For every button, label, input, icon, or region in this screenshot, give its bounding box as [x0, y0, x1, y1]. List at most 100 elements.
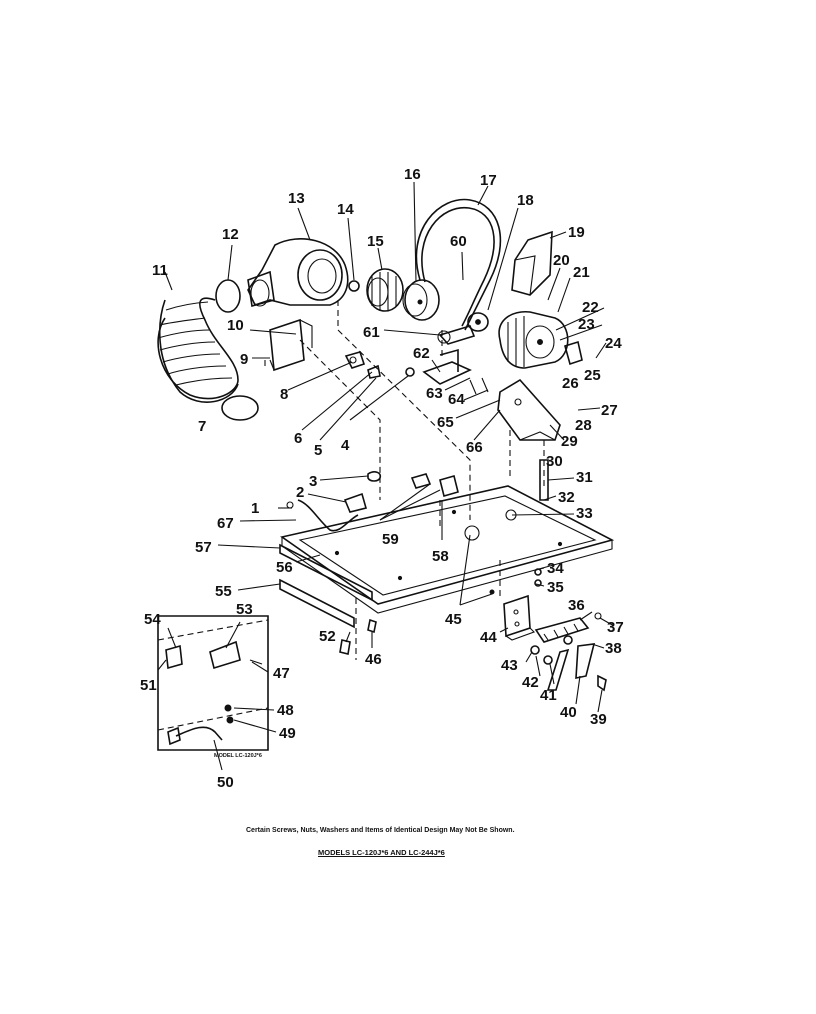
idler-bracket: [422, 348, 489, 395]
part-label-51: 51: [140, 677, 157, 694]
front-rail-upper: [279, 543, 373, 602]
ground-parts: [530, 612, 607, 692]
part-label-3: 3: [309, 473, 317, 490]
part-labels: 1 2 3 4 5 6 7 8 9 10 11 12 13 14 15 16 1…: [140, 166, 624, 791]
part-label-59: 59: [382, 531, 399, 548]
part-label-52: 52: [319, 628, 336, 645]
part-label-34: 34: [547, 560, 564, 577]
part-label-30: 30: [546, 453, 563, 470]
part-label-63: 63: [426, 385, 443, 402]
part-label-31: 31: [576, 469, 593, 486]
part-label-61: 61: [363, 324, 380, 341]
caption-note: Certain Screws, Nuts, Washers and Items …: [246, 827, 515, 834]
part-label-54: 54: [144, 611, 161, 628]
inset-model-label: MODEL LC-120J*6: [214, 753, 262, 759]
assembly-lines: [264, 300, 545, 660]
part-label-41: 41: [540, 687, 557, 704]
part-label-9: 9: [240, 351, 248, 368]
part-label-25: 25: [584, 367, 601, 384]
part-label-4: 4: [341, 437, 350, 454]
part-label-22: 22: [582, 299, 599, 316]
part-label-6: 6: [294, 430, 302, 447]
part-label-47: 47: [273, 665, 290, 682]
small-fasteners: [344, 351, 415, 379]
part-label-15: 15: [367, 233, 384, 250]
part-label-49: 49: [279, 725, 296, 742]
caption-models: MODELS LC-120J*6 AND LC-244J*6: [318, 848, 445, 857]
blower-wheel: [366, 268, 404, 312]
part-label-48: 48: [277, 702, 294, 719]
part-label-66: 66: [466, 439, 483, 456]
drive-belt: [415, 198, 502, 331]
part-label-11: 11: [152, 262, 168, 279]
part-label-38: 38: [605, 640, 622, 657]
motor-mount: [497, 378, 561, 441]
part-label-7: 7: [198, 418, 206, 435]
part-label-65: 65: [437, 414, 454, 431]
part-label-5: 5: [314, 442, 322, 459]
part-label-64: 64: [448, 391, 465, 408]
part-label-55: 55: [215, 583, 232, 600]
motor-clip: [564, 340, 583, 366]
exhaust-duct: [157, 297, 239, 403]
motor-cover: [511, 230, 553, 296]
part-label-37: 37: [607, 619, 624, 636]
part-label-14: 14: [337, 201, 354, 218]
nut: [348, 280, 360, 292]
front-rail-lower: [279, 578, 355, 629]
part-label-62: 62: [413, 345, 430, 362]
idler-arm: [437, 325, 476, 345]
part-label-58: 58: [432, 548, 449, 565]
part-label-16: 16: [404, 166, 421, 183]
support-bracket: [269, 318, 313, 372]
part-label-44: 44: [480, 629, 497, 646]
part-label-56: 56: [276, 559, 293, 576]
part-label-60: 60: [450, 233, 467, 250]
part-label-57: 57: [195, 539, 212, 556]
part-label-21: 21: [573, 264, 590, 281]
part-label-45: 45: [445, 611, 462, 628]
base-plate: [280, 485, 615, 614]
part-label-2: 2: [296, 484, 304, 501]
inset-detail: [157, 615, 269, 751]
idler-pulley: [467, 312, 489, 332]
leader-lines: [157, 181, 615, 771]
drive-motor: [498, 311, 569, 369]
part-label-29: 29: [561, 433, 578, 450]
duct-clamp-upper: [215, 279, 241, 313]
part-label-8: 8: [280, 386, 288, 403]
part-label-67: 67: [217, 515, 234, 532]
screws: [339, 568, 542, 655]
part-label-40: 40: [560, 704, 577, 721]
part-label-27: 27: [601, 402, 618, 419]
part-label-53: 53: [236, 601, 253, 618]
part-label-28: 28: [575, 417, 592, 434]
part-label-35: 35: [547, 579, 564, 596]
part-label-32: 32: [558, 489, 575, 506]
part-label-26: 26: [562, 375, 579, 392]
part-label-33: 33: [576, 505, 593, 522]
part-label-18: 18: [517, 192, 534, 209]
drive-pulley: [402, 279, 440, 321]
part-label-13: 13: [288, 190, 305, 207]
part-label-24: 24: [605, 335, 622, 352]
part-label-17: 17: [480, 172, 497, 189]
part-label-36: 36: [568, 597, 585, 614]
part-label-19: 19: [568, 224, 585, 241]
duct-clamp-lower: [221, 395, 259, 421]
terminal-block: [534, 617, 590, 643]
part-label-43: 43: [501, 657, 518, 674]
part-label-39: 39: [590, 711, 607, 728]
part-label-23: 23: [578, 316, 595, 333]
blower-housing: [247, 238, 349, 308]
part-label-20: 20: [553, 252, 570, 269]
part-label-50: 50: [217, 774, 234, 791]
part-label-10: 10: [227, 317, 244, 334]
part-label-12: 12: [222, 226, 239, 243]
part-label-46: 46: [365, 651, 382, 668]
part-label-42: 42: [522, 674, 539, 691]
tube: [539, 459, 549, 501]
part-label-1: 1: [251, 500, 259, 517]
terminal-bracket: [503, 594, 535, 641]
